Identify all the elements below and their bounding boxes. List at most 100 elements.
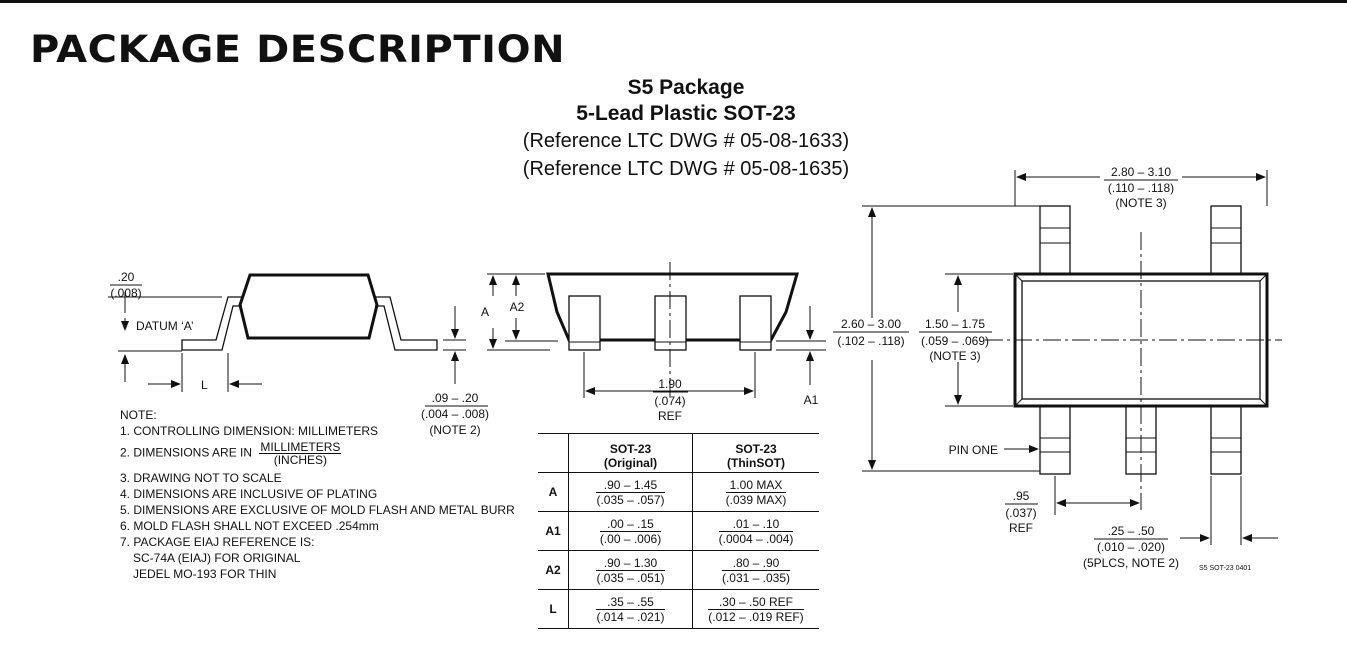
cell-mm: .90 – 1.45 [596, 478, 665, 493]
cell-in: (.012 – .019 REF) [708, 609, 804, 624]
col-original-h1: SOT-23 [609, 442, 652, 456]
top-lead-1 [1039, 205, 1071, 277]
col-original-h2: (Original) [603, 456, 658, 470]
a1-label: A1 [804, 393, 819, 407]
note-7: 7. PACKAGE EIAJ REFERENCE IS: [120, 535, 315, 549]
cell-mm: .35 – .55 [596, 595, 665, 610]
top-pitch-in: (.037) [1005, 506, 1036, 520]
cell-original: .35 – .55(.014 – .021) [568, 589, 693, 629]
note-5: 5. DIMENSIONS ARE EXCLUSIVE OF MOLD FLAS… [120, 503, 515, 517]
length-mm: 2.80 – 3.10 [1111, 165, 1171, 179]
pin-one-label: PIN ONE [949, 443, 998, 457]
body-width-mm: 1.50 – 1.75 [925, 317, 985, 331]
length-in: (.110 – .118) [1108, 181, 1174, 195]
l-dimension-label: L [201, 378, 208, 392]
cell-in: (.035 – .057) [596, 492, 665, 507]
lead-width-note: (5PLCS, NOTE 2) [1083, 556, 1179, 570]
a-label: A [481, 305, 489, 319]
drawing-id: S5 SOT-23 0401 [1199, 565, 1251, 572]
top-view [862, 170, 1282, 545]
cell-in: (.031 – .035) [721, 570, 791, 585]
side-view-right-lead [375, 296, 438, 351]
a2-label: A2 [510, 300, 525, 314]
reference-drawing-1: (Reference LTC DWG # 05-08-1633) [522, 130, 850, 152]
note-1: 1. CONTROLLING DIMENSION: MILLIMETERS [120, 424, 379, 438]
front-pitch-ref: REF [658, 409, 682, 423]
front-pitch-mm: 1.90 [658, 377, 682, 391]
lead-thickness-mm: .09 – .20 [432, 391, 479, 405]
note-3: 3. DRAWING NOT TO SCALE [120, 471, 282, 485]
cell-in: (.0004 – .004) [718, 531, 794, 546]
row-label: A [538, 472, 569, 512]
lead-thickness-note: (NOTE 2) [429, 423, 480, 437]
dimension-table: SOT-23 (Original) SOT-23 (ThinSOT) A .90… [538, 433, 819, 629]
cell-thin: .01 – .10(.0004 – .004) [692, 511, 819, 551]
table-row: A1 .00 – .15(.00 – .006) .01 – .10(.0004… [538, 511, 819, 551]
lead-thickness-in: (.004 – .008) [421, 407, 489, 421]
cell-in: (.00 – .006) [599, 531, 662, 546]
package-title: S5 Package [627, 76, 745, 99]
front-pitch-in: (.074) [654, 394, 685, 408]
table-row: A2 .90 – 1.30(.035 – .051) .80 – .90(.03… [538, 550, 819, 590]
cell-thin: .80 – .90(.031 – .035) [692, 550, 819, 590]
note-4: 4. DIMENSIONS ARE INCLUSIVE OF PLATING [120, 487, 378, 501]
side-view-left-lead [181, 296, 242, 351]
note-6: 6. MOLD FLASH SHALL NOT EXCEED .254mm [120, 519, 379, 533]
notes-header: NOTE: [120, 408, 157, 422]
note-2: 2. DIMENSIONS ARE IN MILLIMETERS (INCHES… [120, 441, 515, 466]
cell-mm: .90 – 1.30 [596, 556, 665, 571]
top-pitch-mm: .95 [1013, 489, 1030, 503]
body-width-in: (.059 – .069) [921, 334, 989, 348]
note-2-text: 2. DIMENSIONS ARE IN [120, 445, 253, 460]
col-thin-h2: (ThinSOT) [727, 456, 785, 470]
lead-offset-mm: .20 [118, 270, 135, 284]
lead-width-mm: .25 – .50 [1108, 524, 1155, 538]
col-original-header: SOT-23 (Original) [568, 433, 693, 473]
front-lead-1 [568, 295, 601, 351]
row-label: A2 [538, 550, 569, 590]
datum-label: DATUM ‘A’ [136, 319, 194, 333]
note-2-numerator: MILLIMETERS [259, 440, 342, 454]
cell-thin: .30 – .50 REF(.012 – .019 REF) [692, 589, 819, 629]
front-lead-3 [739, 295, 772, 351]
cell-mm: .80 – .90 [721, 556, 791, 571]
cell-mm: 1.00 MAX [725, 478, 787, 493]
note-2-denominator: (INCHES) [273, 453, 328, 467]
row-label: L [538, 589, 569, 629]
length-note: (NOTE 3) [1115, 196, 1166, 210]
bottom-lead-3 [1210, 403, 1242, 475]
col-thin-header: SOT-23 (ThinSOT) [692, 433, 819, 473]
notes: NOTE: 1. CONTROLLING DIMENSION: MILLIMET… [120, 407, 515, 582]
body-width-note: (NOTE 3) [929, 349, 980, 363]
reference-drawing-2: (Reference LTC DWG # 05-08-1635) [522, 158, 850, 180]
page-heading: PACKAGE DESCRIPTION [30, 28, 566, 71]
cell-mm: .00 – .15 [599, 517, 662, 532]
note-2-fraction: MILLIMETERS (INCHES) [259, 440, 342, 467]
lead-width-in: (.010 – .020) [1097, 540, 1165, 554]
package-subtitle: 5-Lead Plastic SOT-23 [576, 102, 796, 125]
side-view [108, 273, 466, 392]
table-row: A .90 – 1.45(.035 – .057) 1.00 MAX(.039 … [538, 472, 819, 512]
row-label: A1 [538, 511, 569, 551]
overall-in: (.102 – .118) [837, 334, 904, 348]
top-lead-2 [1210, 205, 1242, 277]
table-row: L .35 – .55(.014 – .021) .30 – .50 REF(.… [538, 589, 819, 629]
cell-thin: 1.00 MAX(.039 MAX) [692, 472, 819, 512]
top-pitch-ref: REF [1009, 521, 1033, 535]
front-view [487, 262, 826, 400]
note-7b: JEDEL MO-193 FOR THIN [133, 567, 277, 581]
side-view-body [238, 273, 379, 340]
cell-in: (.014 – .021) [596, 609, 665, 624]
table-corner [538, 433, 569, 473]
overall-mm: 2.60 – 3.00 [841, 317, 901, 331]
bottom-lead-1 [1039, 403, 1071, 475]
top-rule [0, 0, 1347, 3]
cell-original: .00 – .15(.00 – .006) [568, 511, 693, 551]
cell-original: .90 – 1.45(.035 – .057) [568, 472, 693, 512]
cell-in: (.039 MAX) [725, 492, 787, 507]
cell-mm: .01 – .10 [718, 517, 794, 532]
cell-in: (.035 – .051) [596, 570, 665, 585]
cell-mm: .30 – .50 REF [708, 595, 804, 610]
col-thin-h1: SOT-23 [735, 442, 777, 456]
